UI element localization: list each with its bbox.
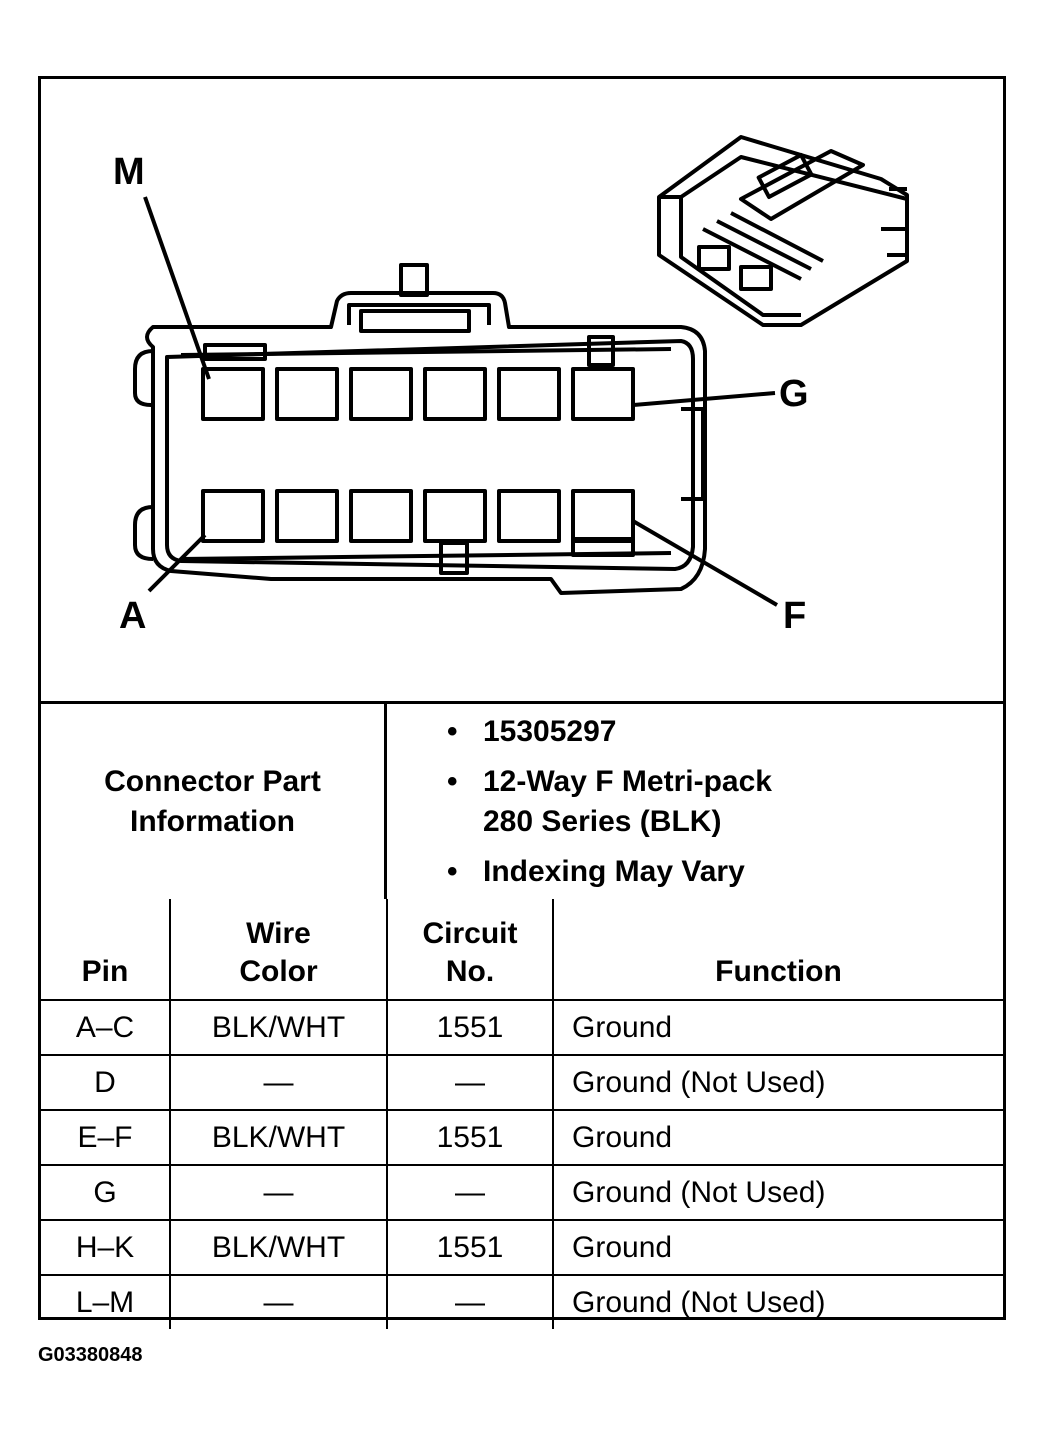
cell-circuit: — [386,1164,554,1221]
table-row: H–K BLK/WHT 1551 Ground [41,1219,1003,1276]
connector-part-info-label: Connector Part Information [41,704,387,899]
connector-part-info-values: • 15305297 • 12-Way F Metri-pack 280 Ser… [387,704,1003,899]
indexing-note: Indexing May Vary [483,855,745,888]
header-circuit-line1: Circuit [422,917,518,950]
connector-type-line1: 12-Way F Metri-pack [483,765,772,798]
cavity-k [349,367,413,421]
cell-pin: L–M [41,1274,171,1329]
pin-label-g: G [779,373,809,415]
cell-function: Ground (Not Used) [552,1054,1003,1111]
pin-label-f: F [783,595,807,637]
table-row: G — — Ground (Not Used) [41,1164,1003,1221]
figure-code: G03380848 [38,1344,143,1366]
cell-pin: G [41,1164,171,1221]
cavity-e [497,489,561,543]
cell-circuit: — [386,1274,554,1329]
header-wire-color-line2: Color [239,955,318,988]
bullet-icon: • [447,855,458,888]
cell-pin: D [41,1054,171,1111]
cavity-l [275,367,339,421]
cell-function: Ground [552,1109,1003,1166]
bullet-icon: • [447,765,458,798]
cell-function: Ground [552,999,1003,1056]
cell-function: Ground (Not Used) [552,1274,1003,1329]
cell-circuit: 1551 [386,1219,554,1276]
header-circuit-line2: No. [445,955,495,988]
cavity-m [201,367,265,421]
leader-a [147,533,207,593]
cell-wire-color: BLK/WHT [169,1219,388,1276]
pinout-table-header: Pin Wire Color Circuit No. Function [41,899,1003,1001]
part-number: 15305297 [483,715,617,748]
header-circuit-no: Circuit No. [386,899,554,1001]
table-row: A–C BLK/WHT 1551 Ground [41,999,1003,1056]
connector-figure: M G A F Connector Part Information • 153… [38,76,1006,1329]
connector-part-info-label-line2: Information [129,804,295,838]
connector-part-info-label-line1: Connector Part [104,764,321,798]
leader-f [631,519,779,607]
leader-g [632,391,776,407]
header-wire-color: Wire Color [169,899,388,1001]
cell-wire-color: — [169,1054,388,1111]
cell-pin: A–C [41,999,171,1056]
connector-type-line2: 280 Series (BLK) [483,805,722,838]
cavity-d [423,489,487,543]
bullet-icon: • [447,715,458,748]
cell-wire-color: — [169,1164,388,1221]
header-wire-color-line1: Wire [246,917,311,950]
header-pin: Pin [41,899,171,1001]
table-row: E–F BLK/WHT 1551 Ground [41,1109,1003,1166]
cavity-a [201,489,265,543]
pin-label-a: A [119,595,147,637]
pinout-table: Pin Wire Color Circuit No. Function A–C … [41,899,1003,1329]
cavity-c [349,489,413,543]
housing-outline [145,291,707,595]
cell-circuit: 1551 [386,999,554,1056]
cell-pin: H–K [41,1219,171,1276]
cell-function: Ground [552,1219,1003,1276]
cell-wire-color: BLK/WHT [169,999,388,1056]
connector-part-info-row: Connector Part Information • 15305297 • … [41,701,1003,899]
connector-drawing [133,135,909,607]
cell-pin: E–F [41,1109,171,1166]
cavity-f [571,489,635,543]
housing-inner-outline [165,339,695,571]
cell-circuit: 1551 [386,1109,554,1166]
cell-circuit: — [386,1054,554,1111]
cavity-b [275,489,339,543]
cell-function: Ground (Not Used) [552,1164,1003,1221]
connector-isometric-view [657,135,909,327]
cell-wire-color: BLK/WHT [169,1109,388,1166]
connector-face-diagram: M G A F [41,79,1003,701]
table-row: L–M — — Ground (Not Used) [41,1274,1003,1329]
cavity-g [571,367,635,421]
header-function: Function [552,899,1003,1001]
cavity-j [423,367,487,421]
cavity-h [497,367,561,421]
cell-wire-color: — [169,1274,388,1329]
pin-label-m: M [113,151,145,193]
table-row: D — — Ground (Not Used) [41,1054,1003,1111]
leader-m [143,196,211,380]
